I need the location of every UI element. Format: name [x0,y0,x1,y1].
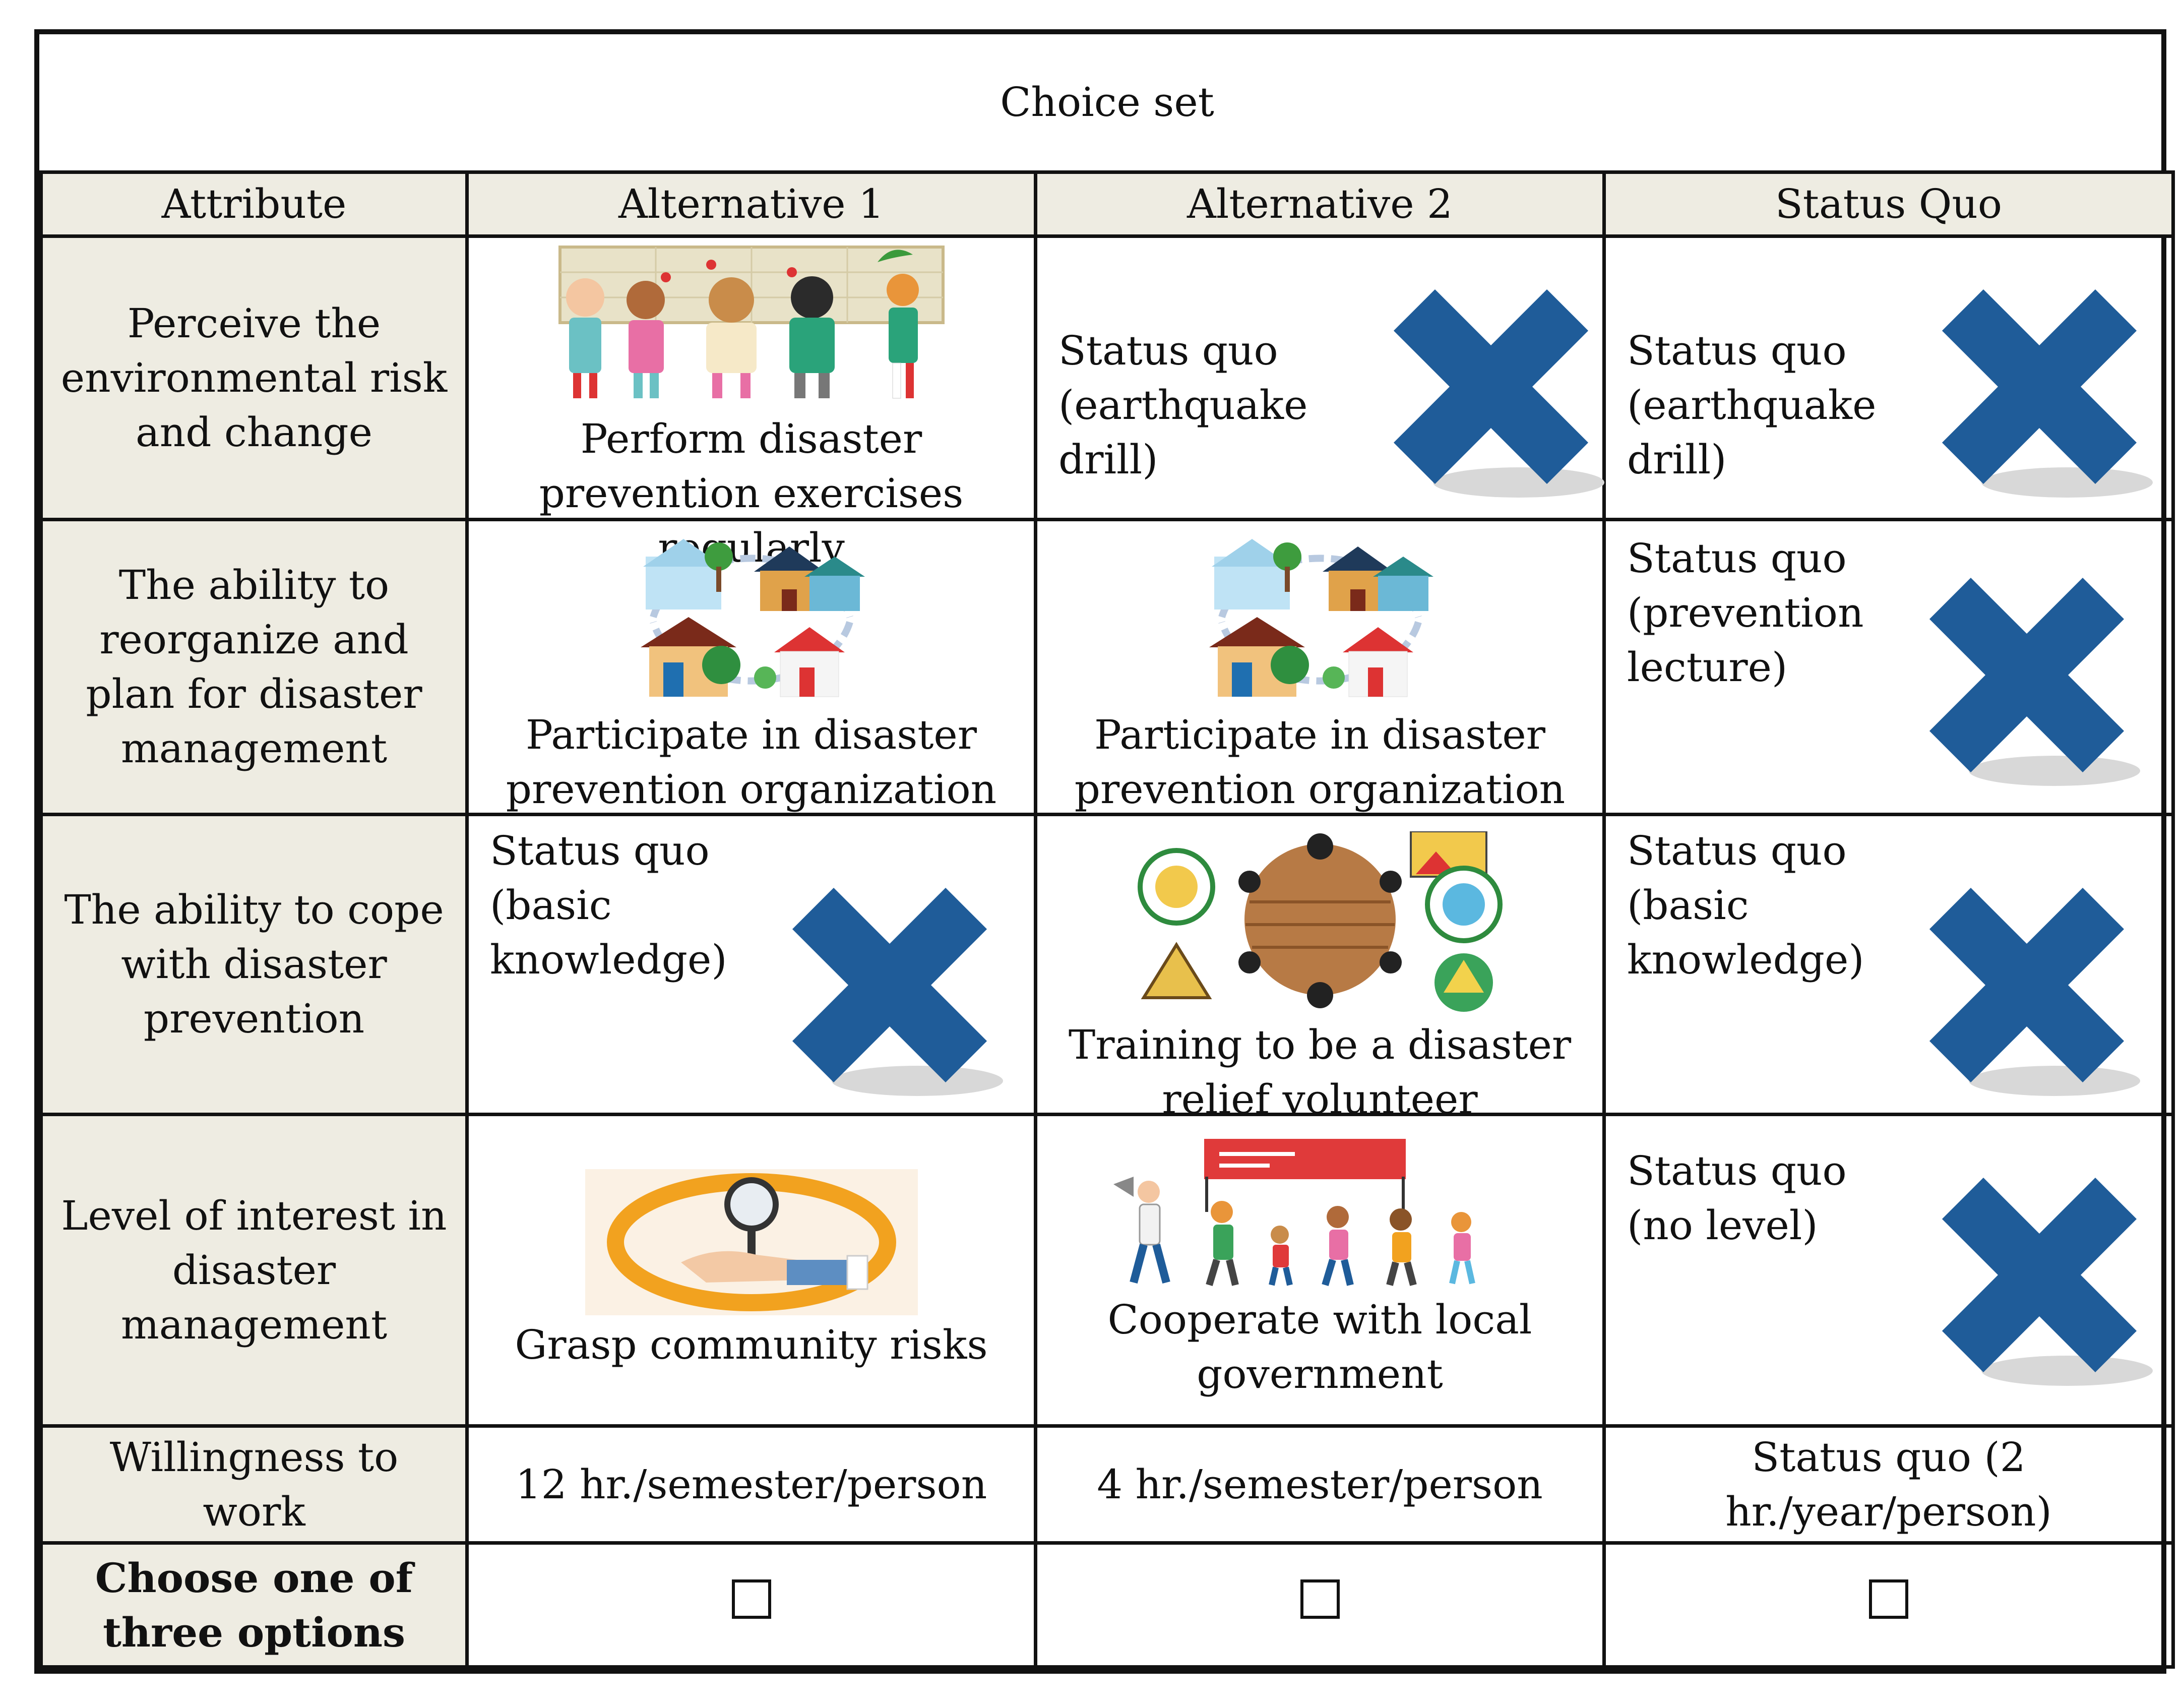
alt1-hours: 12 hr./semester/person [465,1424,1037,1545]
status-quo-label-3: Status quo (basic knowledge) [1627,827,1864,983]
blue-x-icon [1929,887,2140,1096]
magnifier-hand-illustration-icon [585,1169,918,1315]
table-caption: Choice set [41,34,2173,174]
status-quo-label-4: Status quo (no level) [1627,1147,1847,1249]
attribute-willingness-to-work: Willingness to work [39,1424,469,1545]
alt1-grasp-risk-cell: Grasp community risks [465,1113,1037,1428]
attribute-interest-level: Level of interest in disaster management [39,1113,469,1428]
status-quo-label-2: Status quo (prevention lecture) [1627,535,1864,691]
status-quo-choice-checkbox[interactable] [1869,1579,1909,1619]
alt1-choice-cell [465,1541,1037,1669]
alt2-status-quo-label: Status quo (earthquake drill) [1058,327,1308,483]
header-alternative-2: Alternative 2 [1034,170,1606,238]
choice-set-table: Choice set Attribute Alternative 1 Alter… [39,34,2175,1669]
status-quo-cell-4: Status quo (no level) [1602,1113,2175,1428]
blue-x-icon [1393,289,1604,498]
blue-x-icon [1929,577,2140,786]
status-quo-cell-1: Status quo (earthquake drill) [1602,234,2175,521]
alt2-organization-cell: Participate in disaster prevention organ… [1034,518,1606,816]
blue-x-icon [792,887,1003,1096]
header-status-quo: Status Quo [1602,170,2175,238]
attribute-reorganize-plan: The ability to reorganize and plan for d… [39,518,469,816]
disaster-drill-illustration-icon [558,246,945,399]
attribute-perceive-risk: Perceive the environmental risk and chan… [39,234,469,521]
header-attribute: Attribute [39,170,469,238]
alt2-cooperate-label: Cooperate with local government [1107,1296,1532,1397]
alt2-choice-checkbox[interactable] [1300,1579,1340,1619]
choice-set-table-frame: Choice set Attribute Alternative 1 Alter… [34,29,2175,1674]
alt2-status-quo-cell: Status quo (earthquake drill) [1034,234,1606,521]
community-houses-illustration-icon [1209,539,1433,697]
status-quo-hours: Status quo (2 hr./year/person) [1602,1424,2175,1545]
status-quo-choice-cell [1602,1541,2175,1669]
alt2-cooperate-cell: Cooperate with local government [1034,1113,1606,1428]
status-quo-cell-2: Status quo (prevention lecture) [1602,518,2175,816]
blue-x-icon [1942,1177,2153,1386]
alt1-drill-cell: Perform disaster prevention exercises re… [465,234,1037,571]
alt2-organization-label: Participate in disaster prevention organ… [1074,711,1566,813]
alt1-choice-checkbox[interactable] [731,1579,771,1619]
status-quo-label-1: Status quo (earthquake drill) [1627,327,1877,483]
header-alternative-1: Alternative 1 [465,170,1037,238]
alt1-status-quo-label: Status quo (basic knowledge) [490,827,727,983]
alt1-organization-cell: Participate in disaster prevention organ… [465,518,1037,816]
alt1-status-quo-cell: Status quo (basic knowledge) [465,813,1037,1116]
alt1-organization-label: Participate in disaster prevention organ… [506,711,997,813]
alt2-hours: 4 hr./semester/person [1034,1424,1606,1545]
alt1-grasp-risk-label: Grasp community risks [515,1321,988,1368]
alt2-volunteer-label: Training to be a disaster relief volunte… [1068,1021,1572,1123]
community-houses-illustration-icon [640,539,865,697]
status-quo-cell-3: Status quo (basic knowledge) [1602,813,2175,1116]
attribute-choose-option: Choose one of three options [39,1541,469,1669]
attribute-cope-prevention: The ability to cope with disaster preven… [39,813,469,1116]
blue-x-icon [1942,289,2153,498]
people-marching-banner-illustration-icon [1113,1139,1475,1287]
alt2-volunteer-cell: Training to be a disaster relief volunte… [1034,813,1606,1123]
alt2-choice-cell [1034,1541,1606,1669]
volunteer-roundtable-illustration-icon [1137,831,1503,1012]
